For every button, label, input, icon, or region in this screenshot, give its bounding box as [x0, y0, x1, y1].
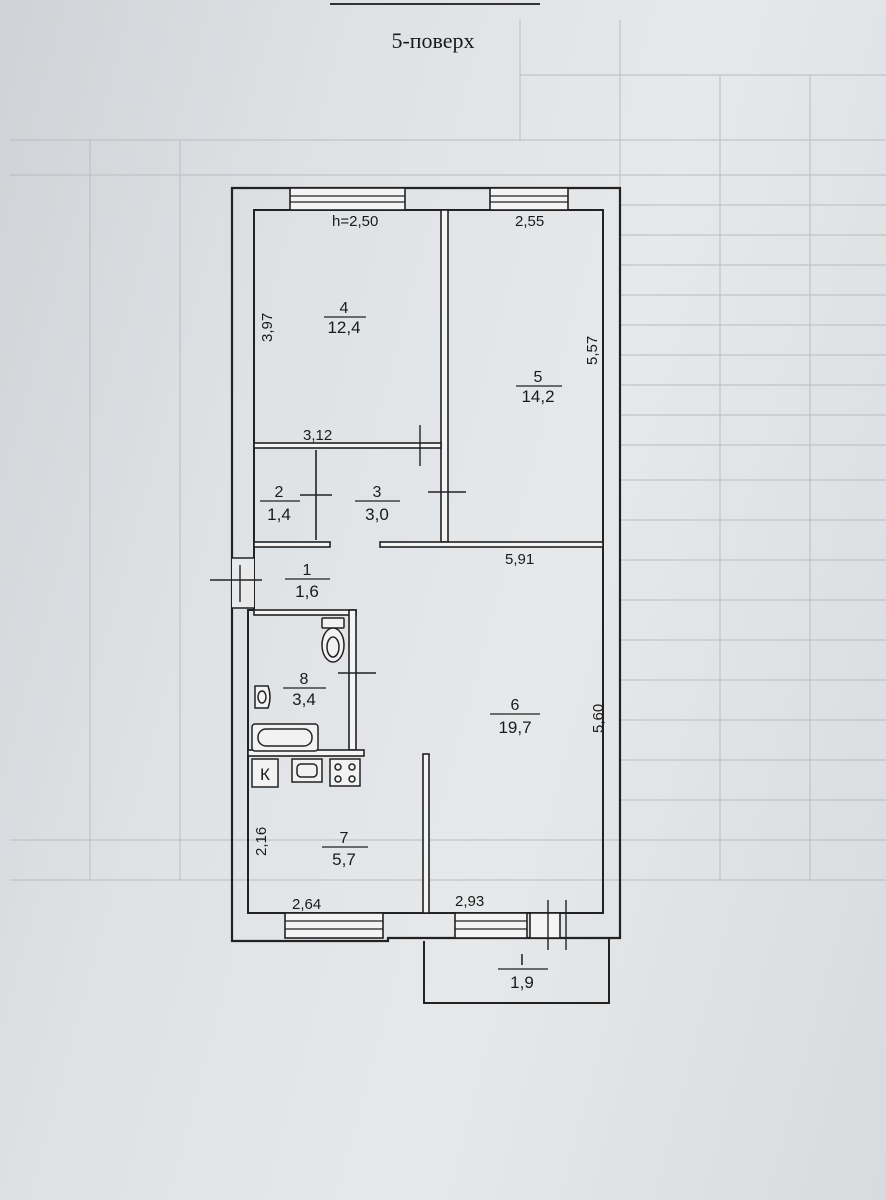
interior-walls [247, 209, 604, 914]
boiler-icon: К [251, 758, 279, 788]
svg-text:3,0: 3,0 [365, 505, 389, 524]
svg-text:3: 3 [373, 484, 382, 501]
svg-text:6: 6 [511, 697, 520, 714]
window-top-left [289, 187, 406, 211]
svg-text:12,4: 12,4 [327, 318, 360, 337]
svg-text:1,6: 1,6 [295, 582, 319, 601]
window-bottom-right [454, 912, 528, 939]
window-bottom-left [284, 912, 384, 939]
balcony-door [529, 900, 567, 950]
svg-text:4: 4 [340, 300, 349, 317]
dim-room6-height: 5,60 [590, 704, 607, 733]
svg-text:I: I [520, 952, 524, 969]
room-label-6: 6 19,7 [490, 697, 540, 737]
svg-text:19,7: 19,7 [498, 718, 531, 737]
dim-room7-height: 2,16 [253, 827, 270, 856]
svg-text:5,7: 5,7 [332, 850, 356, 869]
svg-text:3,4: 3,4 [292, 690, 316, 709]
dim-room4-width: 3,12 [303, 427, 332, 444]
entrance-door [210, 557, 262, 609]
kitchen-marker: К [260, 765, 270, 784]
svg-text:1: 1 [303, 562, 312, 579]
ceiling-height-label: h=2,50 [332, 213, 378, 230]
stove-icon [329, 758, 361, 787]
room-label-2: 2 1,4 [260, 484, 300, 524]
bathtub-icon [251, 723, 319, 752]
window-top-right [489, 187, 569, 211]
kitchen-sink-icon [291, 758, 323, 783]
svg-text:1,4: 1,4 [267, 505, 291, 524]
washbasin-icon [254, 685, 271, 709]
svg-text:2: 2 [275, 484, 284, 501]
svg-text:8: 8 [300, 671, 309, 688]
room-label-5: 5 14,2 [516, 369, 562, 406]
svg-text:1,9: 1,9 [510, 973, 534, 992]
room-label-7: 7 5,7 [322, 830, 368, 869]
page-title: 5-поверх [391, 28, 474, 53]
room-label-1: 1 1,6 [285, 562, 330, 601]
room-label-8: 8 3,4 [283, 671, 326, 709]
dim-room4-height: 3,97 [259, 313, 276, 342]
dim-room5-height: 5,57 [584, 336, 601, 365]
dim-room6-width: 5,91 [505, 551, 534, 568]
balcony-outline [423, 938, 610, 1004]
dim-room5-width: 2,55 [515, 213, 544, 230]
room-label-4: 4 12,4 [324, 300, 366, 337]
background-table-ghost [10, 3, 886, 881]
room-label-balcony: I 1,9 [498, 952, 548, 992]
dim-room6-bottom: 2,93 [455, 893, 484, 910]
svg-text:5: 5 [534, 369, 543, 386]
apartment-outline [230, 186, 622, 943]
room-label-3: 3 3,0 [355, 484, 400, 524]
svg-text:7: 7 [340, 830, 349, 847]
dim-room7-width: 2,64 [292, 896, 321, 913]
toilet-icon [321, 617, 345, 663]
svg-text:14,2: 14,2 [521, 387, 554, 406]
